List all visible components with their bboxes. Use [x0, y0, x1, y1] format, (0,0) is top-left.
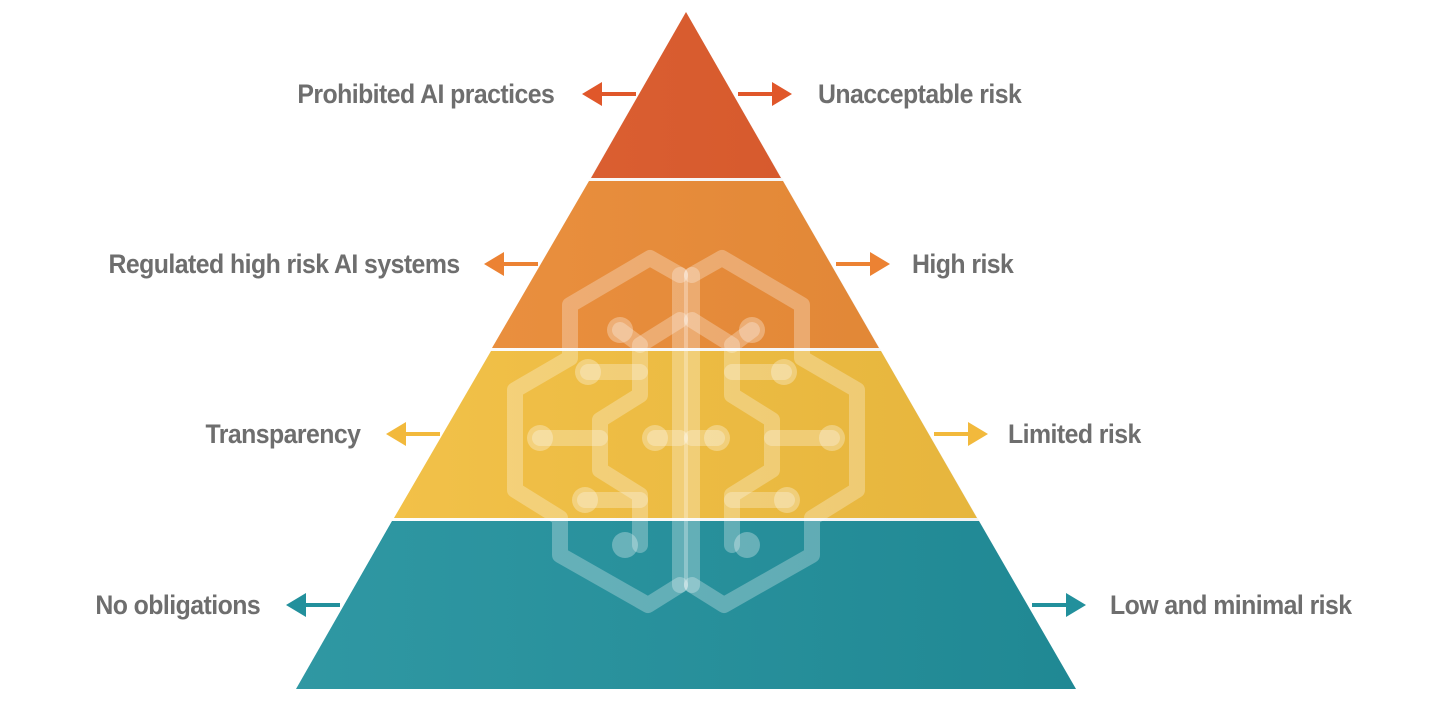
arrow-left-icon: [386, 422, 440, 446]
arrow-left-icon: [582, 82, 636, 106]
label-limited-risk: Limited risk: [1008, 419, 1141, 449]
pyramid-shading: [296, 12, 1076, 689]
label-no-obligations: No obligations: [95, 590, 260, 620]
arrow-right-icon: [1032, 593, 1086, 617]
circuit-brain-icon: [507, 250, 865, 613]
circuit-brain-nodes: [527, 317, 845, 558]
label-high-risk: High risk: [912, 249, 1014, 279]
label-low-and-minimal-risk: Low and minimal risk: [1110, 590, 1352, 620]
arrow-left-icon: [286, 593, 340, 617]
label-transparency: Transparency: [205, 419, 360, 449]
arrow-right-icon: [836, 252, 890, 276]
arrow-right-icon: [934, 422, 988, 446]
arrow-right-icon: [738, 82, 792, 106]
label-prohibited-ai-practices: Prohibited AI practices: [297, 79, 554, 109]
label-regulated-high-risk-ai-systems: Regulated high risk AI systems: [108, 249, 461, 279]
arrow-left-icon: [484, 252, 538, 276]
label-unacceptable-risk: Unacceptable risk: [818, 79, 1022, 109]
